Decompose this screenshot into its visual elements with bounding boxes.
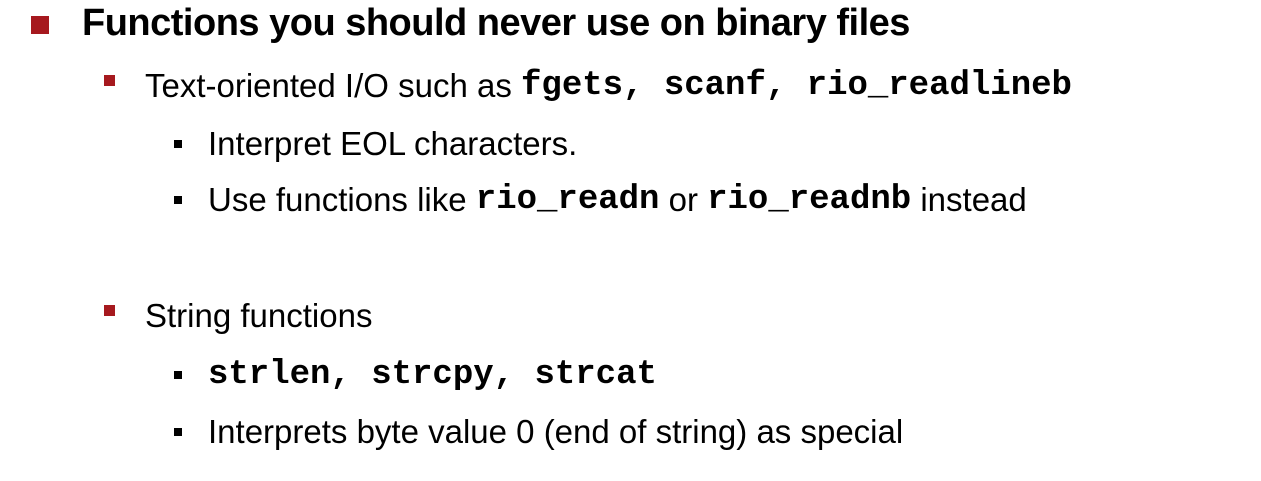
group1-sub2-mid: or <box>659 181 708 218</box>
group1-sub1-bullet <box>174 140 182 148</box>
group2-label: String functions <box>145 292 372 340</box>
group1-label: Text-oriented I/O such as fgets, scanf, … <box>145 62 1072 110</box>
group1-sub1: Interpret EOL characters. <box>208 120 577 168</box>
group2-sub2-text: Interprets byte value 0 (end of string) … <box>208 413 904 450</box>
group1-sub2-suffix: instead <box>911 181 1027 218</box>
group2-sub2: Interprets byte value 0 (end of string) … <box>208 408 903 456</box>
group2-sub1-bullet <box>174 371 182 379</box>
group1-sub2-code2: rio_readnb <box>707 181 912 219</box>
group1-code: fgets, scanf, rio_readlineb <box>521 67 1072 105</box>
group2-sub1: strlen, strcpy, strcat <box>208 351 657 399</box>
group1-label-text: Text-oriented I/O such as <box>145 67 522 104</box>
group1-sub2-prefix: Use functions like <box>208 181 476 218</box>
heading-bullet <box>31 16 49 34</box>
group1-sub1-text: Interpret EOL characters. <box>208 125 578 162</box>
group1-sub2-bullet <box>174 196 182 204</box>
heading-text: Functions you should never use on binary… <box>82 1 910 44</box>
group1-bullet <box>104 75 115 86</box>
slide-heading: Functions you should never use on binary… <box>82 0 910 46</box>
group2-sub2-bullet <box>174 428 182 436</box>
group1-sub2-code1: rio_readn <box>475 181 660 219</box>
group1-sub2: Use functions like rio_readn or rio_read… <box>208 176 1027 224</box>
group2-bullet <box>104 305 115 316</box>
group2-sub1-code: strlen, strcpy, strcat <box>208 356 657 394</box>
group2-label-text: String functions <box>145 297 373 334</box>
